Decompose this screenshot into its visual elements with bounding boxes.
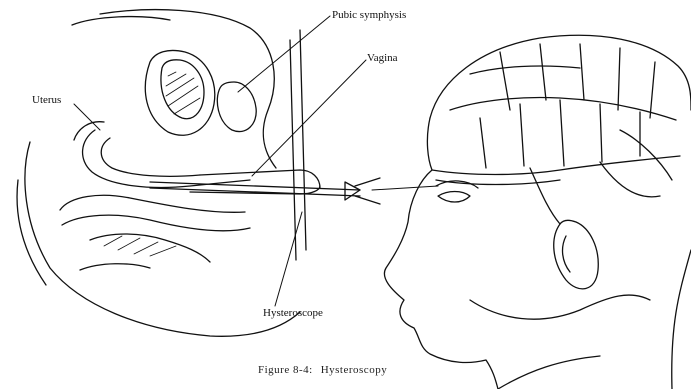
uterus-shape xyxy=(83,130,250,187)
ear-shape xyxy=(554,220,599,289)
label-hysteroscope: Hysteroscope xyxy=(263,307,323,319)
leader-lines xyxy=(74,16,366,306)
label-pubic-symphysis: Pubic symphysis xyxy=(332,9,406,21)
label-uterus: Uterus xyxy=(32,94,61,106)
figure-number: Figure 8-4: xyxy=(258,364,313,376)
figure-caption: Figure 8-4: Hysteroscopy xyxy=(258,364,395,376)
vagina-shape xyxy=(200,170,320,188)
pubic-symphysis-shape xyxy=(217,82,256,132)
pubic-bone-shape xyxy=(161,60,204,119)
eye-shape xyxy=(438,192,470,203)
pelvic-cross-section xyxy=(17,10,320,337)
figure-title: Hysteroscopy xyxy=(321,364,388,376)
phrenology-head xyxy=(384,35,691,389)
label-vagina: Vagina xyxy=(367,52,398,64)
